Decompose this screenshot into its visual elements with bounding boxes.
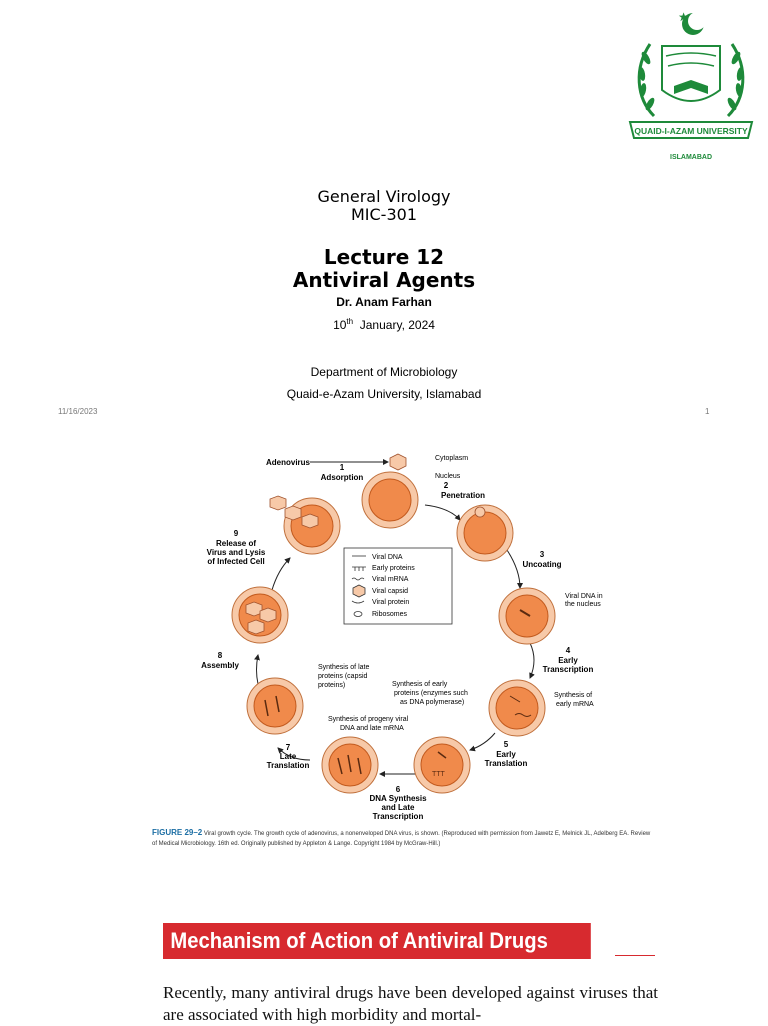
section-heading: Mechanism of Action of Antiviral Drugs [163,923,591,959]
label-step-1-num: 1 [340,463,345,472]
label-step-7-note-3: proteins) [318,682,345,689]
label-step-3-note-2: the nucleus [565,601,601,608]
cell-stage-2 [456,504,514,562]
label-nucleus: Nucleus [435,473,461,480]
cell-stage-7 [246,677,304,735]
cell-stage-8 [231,586,289,644]
label-step-4-note-1: Synthesis of [554,692,592,699]
label-cytoplasm: Cytoplasm [435,455,468,462]
department: Department of Microbiology [310,365,458,379]
label-step-5-note-1: Synthesis of early [392,681,448,688]
label-step-3-note-1: Viral DNA in [565,593,603,600]
cell-stage-3 [498,587,556,645]
university-name: Quaid-e-Azam University, Islamabad [286,387,482,401]
university-logo: QUAID-I-AZAM UNIVERSITY ISLAMABAD [628,12,754,161]
label-step-1: Adsorption [321,473,364,482]
cell-stage-6 [321,736,379,794]
affiliation: Department of Microbiology Quaid-e-Azam … [0,361,768,405]
label-step-5-a: Early [496,750,516,759]
label-step-6-a: DNA Synthesis [369,794,427,803]
legend-ribosomes: Ribosomes [372,611,408,618]
label-step-3-num: 3 [540,550,545,559]
figure-caption-label: FIGURE 29–2 [152,828,203,837]
label-step-5-num: 5 [504,740,509,749]
course-code: MIC-301 [350,205,417,224]
label-step-9-num: 9 [234,529,239,538]
legend-viral-mrna: Viral mRNA [372,576,409,583]
page-number: 1 [705,407,710,416]
lecture-number: Lecture 12 [323,245,445,269]
lecture-topic: Antiviral Agents [292,268,476,292]
lecture-date: 10th January, 2024 [0,317,768,332]
cell-stage-9 [269,495,341,555]
label-step-8: Assembly [201,661,239,670]
footer-date: 11/16/2023 [58,407,98,416]
heading-rule [615,955,655,956]
label-step-2-num: 2 [444,481,449,490]
label-step-6-note-2: DNA and late mRNA [340,725,404,732]
label-step-7-num: 7 [286,743,291,752]
author: Dr. Anam Farhan [336,295,432,309]
date-rest: January, 2024 [353,318,435,332]
label-step-6-num: 6 [396,785,401,794]
label-step-4-a: Early [558,656,578,665]
label-step-5-b: Translation [485,759,528,768]
label-step-4-note-2: early mRNA [556,701,594,708]
figure-caption: FIGURE 29–2 Viral growth cycle. The grow… [152,828,652,849]
label-step-3: Uncoating [522,560,561,569]
logo-university-name: QUAID-I-AZAM UNIVERSITY [634,126,748,136]
logo-city: ISLAMABAD [670,154,712,161]
label-step-4-b: Transcription [543,665,594,674]
label-step-6-c: Transcription [373,812,424,821]
label-step-9-b: Virus and Lysis [207,548,266,557]
course-name: General Virology [317,187,451,206]
date-suffix: th [346,317,354,326]
label-step-7-b: Translation [267,761,310,770]
legend-early-proteins: Early proteins [372,565,415,572]
legend-viral-capsid: Viral capsid [372,588,408,595]
legend-viral-protein: Viral protein [372,599,409,606]
label-step-7-note-2: proteins (capsid [318,673,368,680]
label-step-2: Penetration [441,491,485,500]
label-step-6-note-1: Synthesis of progeny viral [328,716,409,723]
label-adenovirus: Adenovirus [266,458,311,467]
label-step-5-note-3: as DNA polymerase) [400,699,464,706]
date-day: 10 [333,318,347,332]
figure-legend: Viral DNA Early proteins Viral mRNA Vira… [343,547,453,625]
label-step-7-note-1: Synthesis of late [318,664,369,671]
svg-text:TTT: TTT [432,771,446,778]
label-step-9-a: Release of [216,539,256,548]
label-step-6-b: and Late [382,803,415,812]
label-step-5-note-2: proteins (enzymes such [394,690,468,697]
cell-stage-5: TTT [413,736,471,794]
cell-stage-1 [361,453,419,529]
viral-growth-cycle-figure: TTT Viral DNA Early proteins Viral mRNA … [201,453,603,821]
legend-viral-dna: Viral DNA [372,554,403,561]
label-step-7-a: Late [280,752,297,761]
label-step-9-c: of Infected Cell [207,557,264,566]
course-info: General Virology MIC-301 [0,188,768,224]
figure-caption-text: Viral growth cycle. The growth cycle of … [152,831,651,847]
section-body: Recently, many antiviral drugs have been… [163,983,658,1024]
label-step-4-num: 4 [566,646,571,655]
lecture-title: Lecture 12 Antiviral Agents [0,246,768,292]
label-step-8-num: 8 [218,651,223,660]
cell-stage-4 [488,679,546,737]
